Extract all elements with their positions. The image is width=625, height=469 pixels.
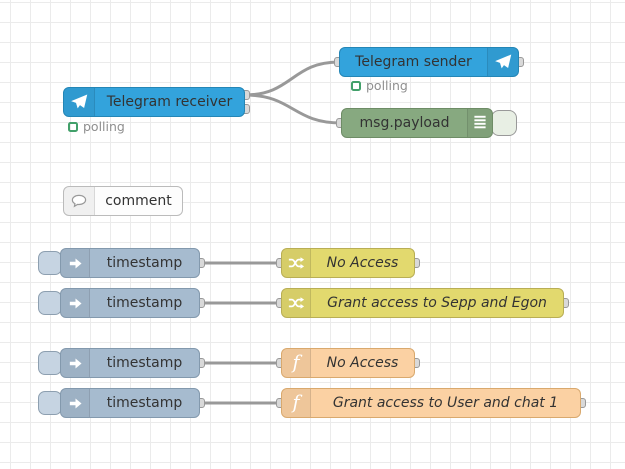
node-label: No Access xyxy=(326,355,399,371)
telegram-plane-icon xyxy=(64,88,95,116)
node-label: Telegram receiver xyxy=(106,94,233,110)
shuffle-icon xyxy=(282,289,311,317)
node-debug[interactable]: msg.payload xyxy=(341,108,493,138)
arrow-right-icon xyxy=(61,389,90,417)
arrow-right-icon xyxy=(61,249,90,277)
status-text: polling xyxy=(366,78,408,93)
svg-text:f: f xyxy=(290,352,302,374)
speech-bubble-icon xyxy=(64,187,95,215)
inject-button[interactable] xyxy=(38,351,62,375)
inject-button[interactable] xyxy=(38,391,62,415)
node-inject-1[interactable]: timestamp xyxy=(60,248,200,278)
node-switch-no-access[interactable]: No Access xyxy=(281,248,415,278)
node-status: polling xyxy=(68,119,125,134)
node-label: No Access xyxy=(326,255,399,271)
shuffle-icon xyxy=(282,249,311,277)
node-switch-grant-access[interactable]: Grant access to Sepp and Egon xyxy=(281,288,564,318)
node-label: timestamp xyxy=(106,255,183,271)
inject-button[interactable] xyxy=(38,251,62,275)
node-telegram-sender[interactable]: Telegram sender xyxy=(339,47,519,77)
node-inject-4[interactable]: timestamp xyxy=(60,388,200,418)
node-label: timestamp xyxy=(106,395,183,411)
node-label: Telegram sender xyxy=(355,54,472,70)
node-label: timestamp xyxy=(106,295,183,311)
node-telegram-receiver[interactable]: Telegram receiver xyxy=(63,87,245,117)
telegram-plane-icon xyxy=(487,48,518,76)
list-icon xyxy=(467,109,492,137)
node-inject-2[interactable]: timestamp xyxy=(60,288,200,318)
node-comment[interactable]: comment xyxy=(63,186,183,216)
node-label: timestamp xyxy=(106,355,183,371)
function-f-icon: f xyxy=(282,349,311,377)
status-ring-icon xyxy=(68,121,78,132)
node-status: polling xyxy=(351,78,408,93)
status-ring-icon xyxy=(351,80,361,91)
node-label: Grant access to Sepp and Egon xyxy=(327,295,547,311)
wire-receiver-debug[interactable] xyxy=(243,93,343,125)
status-text: polling xyxy=(83,119,125,134)
arrow-right-icon xyxy=(61,349,90,377)
wire-receiver-sender[interactable] xyxy=(243,60,341,97)
node-label: msg.payload xyxy=(359,115,450,131)
arrow-right-icon xyxy=(61,289,90,317)
node-function-no-access[interactable]: f No Access xyxy=(281,348,415,378)
node-label: Grant access to User and chat 1 xyxy=(332,395,559,411)
node-function-grant-access[interactable]: f Grant access to User and chat 1 xyxy=(281,388,581,418)
debug-toggle-button[interactable] xyxy=(491,110,517,136)
svg-text:f: f xyxy=(290,392,302,414)
node-inject-3[interactable]: timestamp xyxy=(60,348,200,378)
function-f-icon: f xyxy=(282,389,311,417)
inject-button[interactable] xyxy=(38,291,62,315)
node-label: comment xyxy=(105,193,172,209)
